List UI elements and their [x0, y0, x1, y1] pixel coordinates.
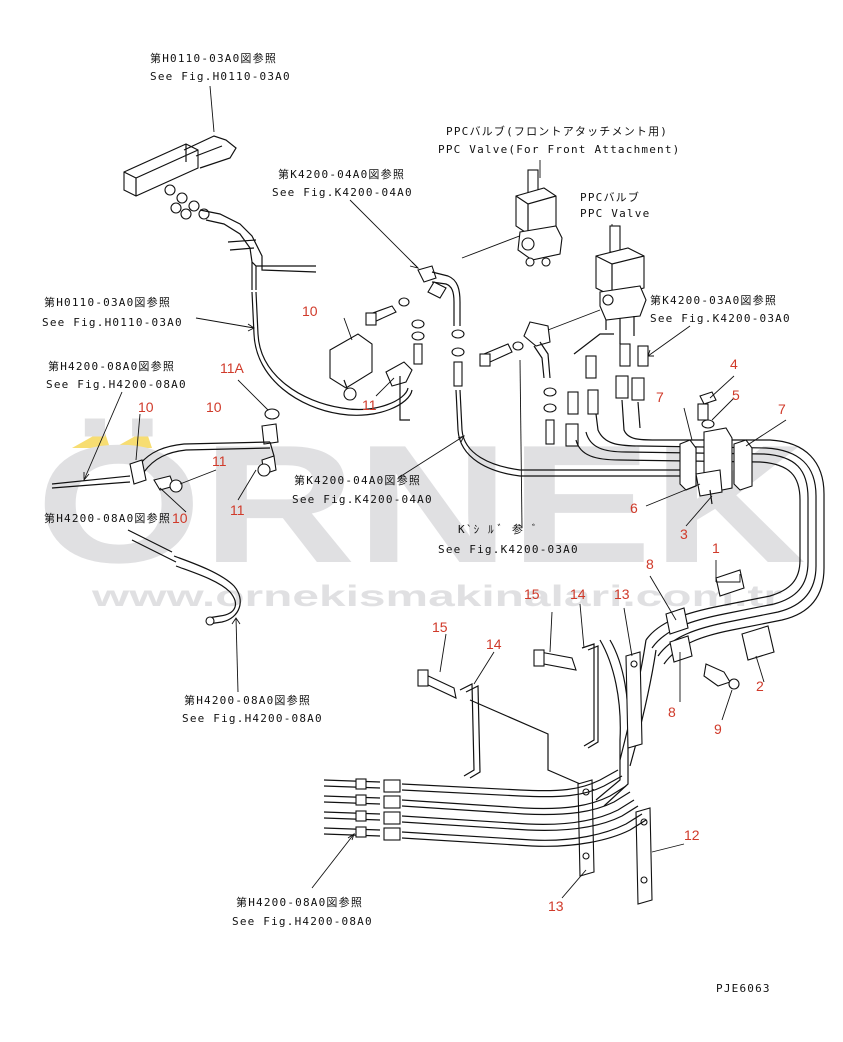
clamp-assembly-3-6-7	[679, 391, 753, 505]
watermark: ÖRNEK www.ornekismakinalari.com.tr	[36, 410, 806, 613]
ref-h0110-left-en: See Fig.H0110-03A0	[42, 316, 183, 329]
ref-ppc-en: PPC Valve	[580, 207, 650, 220]
callout-3: 3	[680, 526, 688, 542]
callout-10-mid: 10	[206, 399, 222, 415]
callout-15-left: 15	[432, 619, 448, 635]
right-fittings	[565, 343, 649, 447]
ref-k4200-03-mid-jp: K`ｼ ﾙ ﾞ 参 ﾞ	[458, 522, 539, 536]
watermark-url: www.ornekismakinalari.com.tr	[90, 580, 782, 613]
callout-10-bottom: 10	[172, 510, 188, 526]
callout-13-bottom: 13	[548, 898, 564, 914]
callout-10-left: 10	[138, 399, 154, 415]
ref-k4200-04-top-en: See Fig.K4200-04A0	[272, 186, 413, 199]
ref-k4200-04-top-jp: 第K4200-04A0図参照	[278, 167, 405, 181]
ppc-valve-right	[573, 225, 647, 355]
callout-11-bottom: 11	[230, 502, 245, 518]
callout-4: 4	[730, 356, 738, 372]
watermark-brand: ÖRNEK	[36, 410, 806, 598]
ref-h4200-bottom-jp: 第H4200-08A0図参照	[184, 693, 311, 707]
drawing-code: PJE6063	[716, 982, 771, 995]
callout-11a: 11A	[220, 360, 245, 376]
left-side-parts	[51, 408, 280, 626]
ref-h4200-left-en: See Fig.H4200-08A0	[46, 378, 187, 391]
clamp-plates-13	[577, 651, 653, 905]
elbow-fittings-front	[417, 265, 690, 477]
watermark-accent-left	[72, 430, 110, 448]
ref-h4200-lower-en: See Fig.H4200-08A0	[232, 915, 373, 928]
callout-11-left: 11	[212, 453, 227, 469]
callout-11-mid: 11	[362, 397, 377, 413]
callout-1: 1	[712, 540, 720, 556]
ref-k4200-04-mid-en: See Fig.K4200-04A0	[292, 493, 433, 506]
ref-k4200-04-mid-jp: 第K4200-04A0図参照	[294, 473, 421, 487]
ref-k4200-03-right-en: See Fig.K4200-03A0	[650, 312, 791, 325]
ref-h4200-lower-jp: 第H4200-08A0図参照	[236, 895, 363, 909]
callout-7-right: 7	[778, 401, 786, 417]
callout-10-top: 10	[302, 303, 318, 319]
callout-14-left: 14	[486, 636, 502, 652]
callout-8-top: 8	[646, 556, 654, 572]
ref-h0110-left-jp: 第H0110-03A0図参照	[44, 295, 171, 309]
ref-ppc-front-jp: PPCバルブ(フロントアタッチメント用)	[446, 124, 668, 138]
callout-5: 5	[732, 387, 740, 403]
ref-h4200-bottom-left-jp: 第H4200-08A0図参照	[44, 511, 171, 525]
top-left-valve-block	[123, 135, 317, 290]
leader-lines	[83, 85, 691, 889]
ppc-valve-front	[515, 169, 563, 267]
reference-labels: 第H0110-03A0図参照 See Fig.H0110-03A0 第K4200…	[42, 51, 791, 995]
elbow-fittings-right	[479, 321, 557, 445]
ref-h4200-left-jp: 第H4200-08A0図参照	[48, 359, 175, 373]
callout-6: 6	[630, 500, 638, 516]
callout-numbers: 10 11A 10 10 11 11 10 11 4 5 7 7 6 3 1 8…	[138, 303, 786, 914]
watermark-accent-right	[114, 430, 152, 448]
brackets-14-15	[417, 643, 599, 791]
callout-8-bottom: 8	[668, 704, 676, 720]
ref-ppc-front-en: PPC Valve(For Front Attachment)	[438, 143, 681, 156]
ref-ppc-jp: PPCバルブ	[580, 190, 640, 204]
clamps-8-2-bolt-9	[665, 569, 775, 690]
ref-h4200-bottom-en: See Fig.H4200-08A0	[182, 712, 323, 725]
callout-15-right: 15	[524, 586, 540, 602]
callout-9: 9	[714, 721, 722, 737]
callout-7-left: 7	[656, 389, 664, 405]
callout-leaders	[135, 317, 787, 899]
ref-h0110-top-jp: 第H0110-03A0図参照	[150, 51, 277, 65]
callout-12: 12	[684, 827, 700, 843]
callout-13-top: 13	[614, 586, 630, 602]
callout-14-right: 14	[570, 586, 586, 602]
ref-k4200-03-mid-en: See Fig.K4200-03A0	[438, 543, 579, 556]
clamp-bracket-10	[329, 333, 373, 401]
ref-h0110-top-en: See Fig.H0110-03A0	[150, 70, 291, 83]
ref-k4200-03-right-jp: 第K4200-03A0図参照	[650, 293, 777, 307]
bottom-hose-bundle	[323, 769, 647, 847]
callout-2: 2	[756, 678, 764, 694]
